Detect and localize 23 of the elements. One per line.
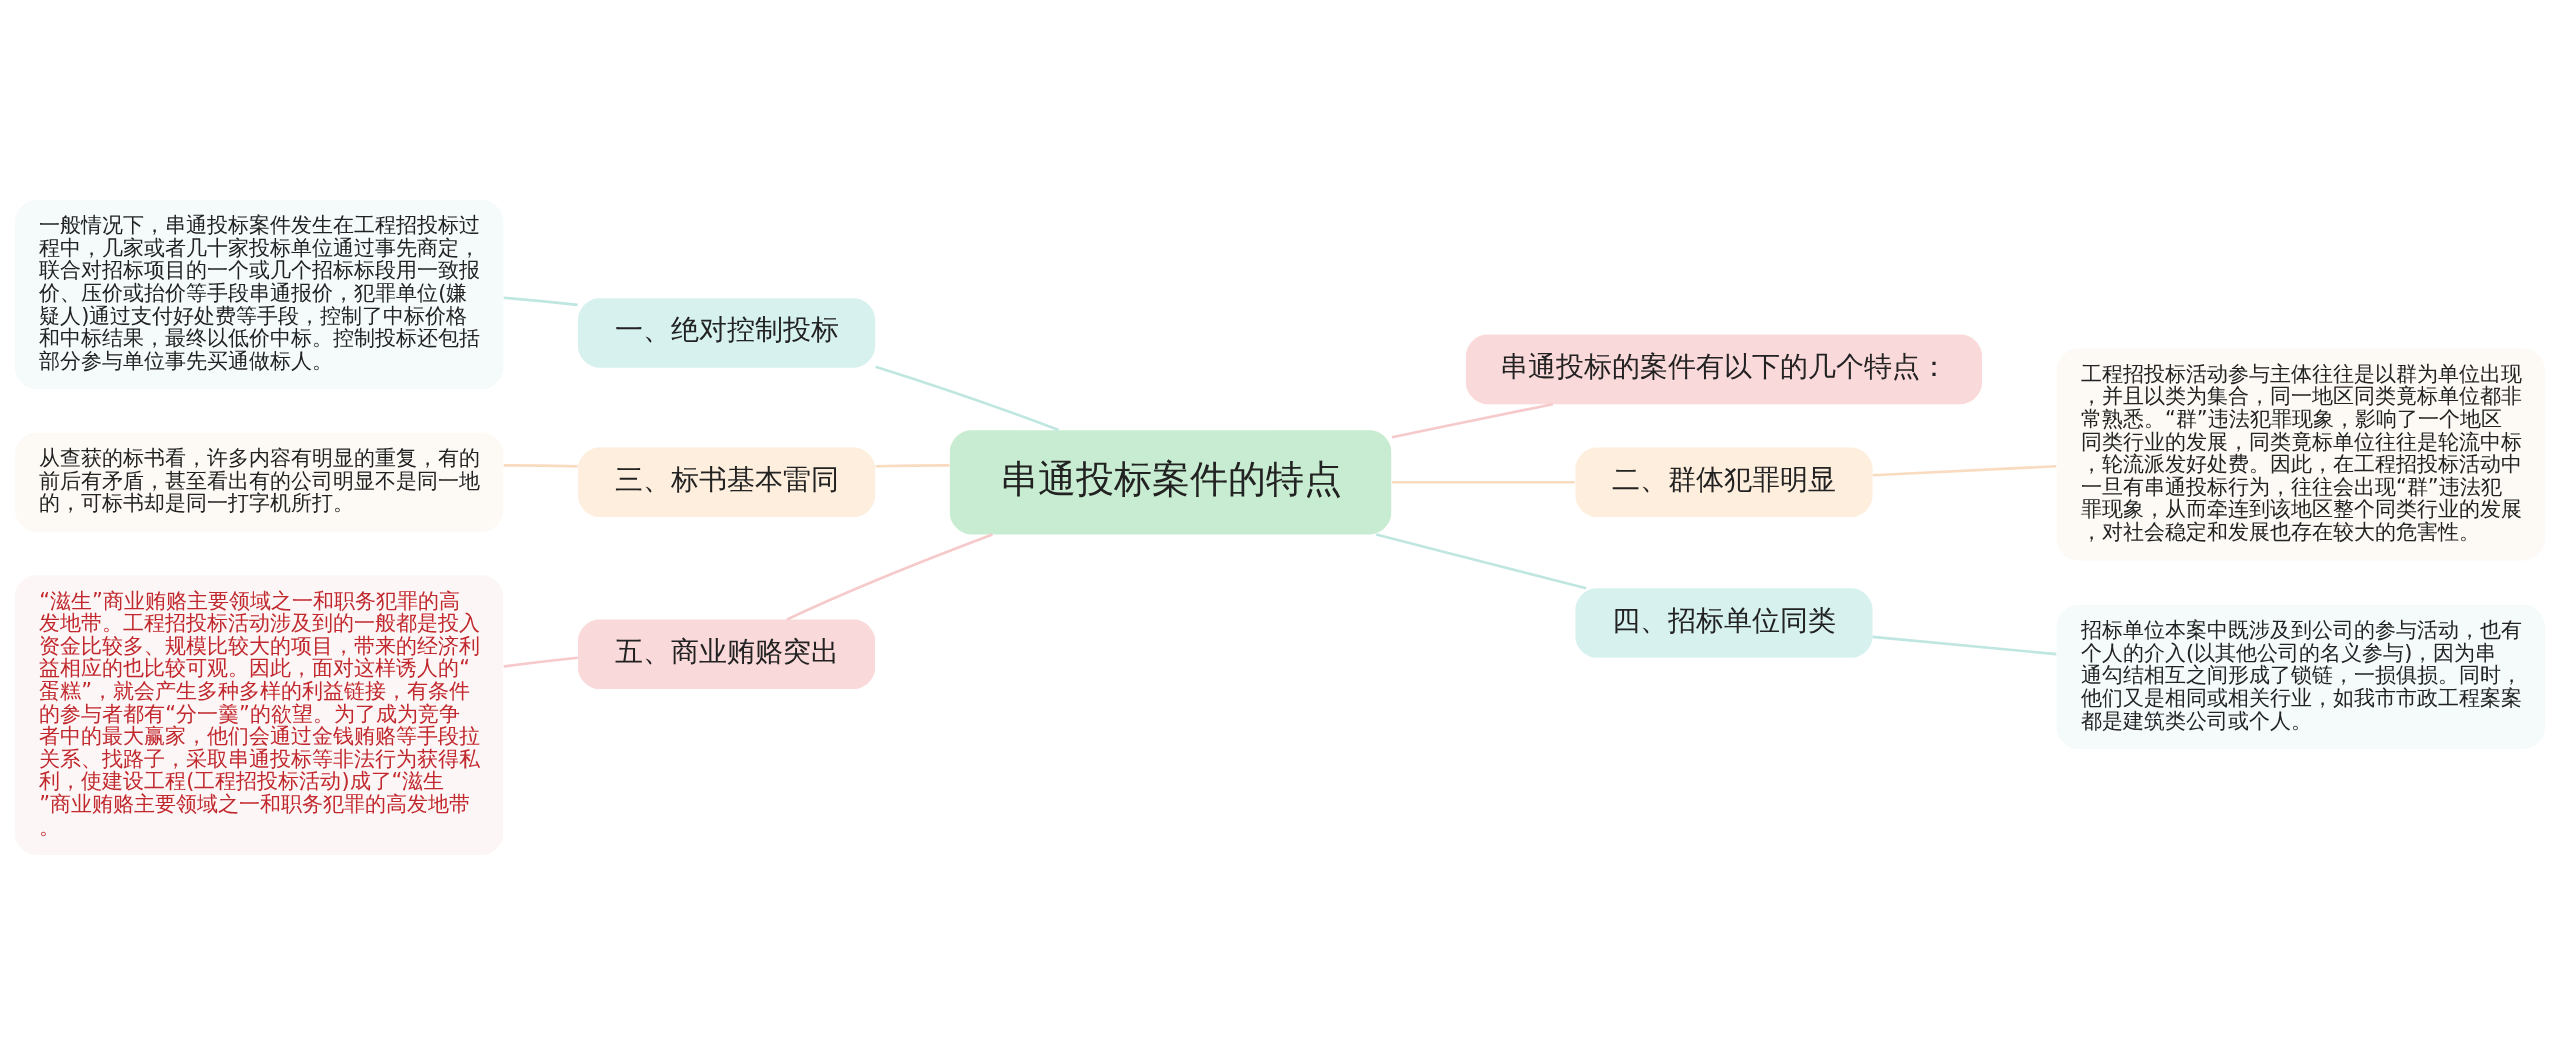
node-box: 二、群体犯罪明显 (1575, 447, 1873, 518)
node-box: 从查获的标书看，许多内容有明显的重复，有的前后有矛盾，甚至看出有的公司明显不是同一地的，可标书却是同一打字机所打。 (15, 432, 504, 532)
node-box: 工程招投标活动参与主体往往是以群为单位出现，并且以类为集合，同一地区同类竟标单位都非常熟悉。“群”违法犯罪现象，影响了一个地区同类行业的发展，同类竟标单位往往是轮流中标，轮流派发好处费。因此，在工程招投标活动中一旦有串通投标行为，往往会出现“群”违法犯罪现象，从而牵连到该地区整个同类行业的发展，对社会稳定和发展也存在较大的危害性。 (2056, 348, 2545, 561)
node-box: 四、招标单位同类 (1575, 588, 1873, 658)
node-box: 串通投标的案件有以下的几个特点： (1465, 334, 1982, 405)
connector (1375, 533, 1587, 590)
node-box: 三、标书基本雷同 (578, 447, 876, 518)
connector (786, 533, 993, 621)
connector (1392, 481, 1575, 484)
node-box: “滋生”商业贿赂主要领域之一和职务犯罪的高发地带。工程招投标活动涉及到的一般都是投入资金比较多、规模比较大的项目，带来的经济利益相应的也比较可观。因此，面对这样诱人的“蛋糕”，就会产生多种多样的利益链接，有条件的参与者都有“分一羹”的欲望。为了成为竞争者中的最大赢家，他们会通过金钱贿赂等手段拉关系、找路子，采取串通投标等非法行为获得私利，使建设工程(工程招投标活动)成了“滋生”商业贿赂主要领域之一和职务犯罪的高发地带。 (15, 575, 504, 856)
node-box: 一般情况下，串通投标案件发生在工程招投标过程中，几家或者几十家投标单位通过事先商定，联合对招标项目的一个或几个招标标段用一致报价、压价或抬价等手段串通报价，犯罪单位(嫌疑人)通过支付好处费等手段，控制了中标价格和中标结果，最终以低价中标。控制投标还包括部分参与单位事先买通做标人。 (15, 199, 504, 390)
connector (503, 656, 578, 668)
connector (1391, 402, 1554, 439)
connector (503, 464, 578, 468)
connector (1872, 635, 2057, 656)
connector (503, 296, 578, 307)
connector (875, 464, 950, 468)
connector (1872, 465, 2057, 477)
node-box: 五、商业贿赂突出 (578, 619, 876, 690)
node-box: 一、绝对控制投标 (578, 298, 876, 368)
node-box: 招标单位本案中既涉及到公司的参与活动，也有个人的介入(以其他公司的名义参与)，因为串通勾结相互之间形成了锁链，一损俱损。同时，他们又是相同或相关行业，如我市市政工程案案都是建筑类公司或个人。 (2056, 604, 2545, 750)
connector (875, 365, 1060, 432)
node-box: 串通投标案件的特点 (949, 430, 1392, 535)
